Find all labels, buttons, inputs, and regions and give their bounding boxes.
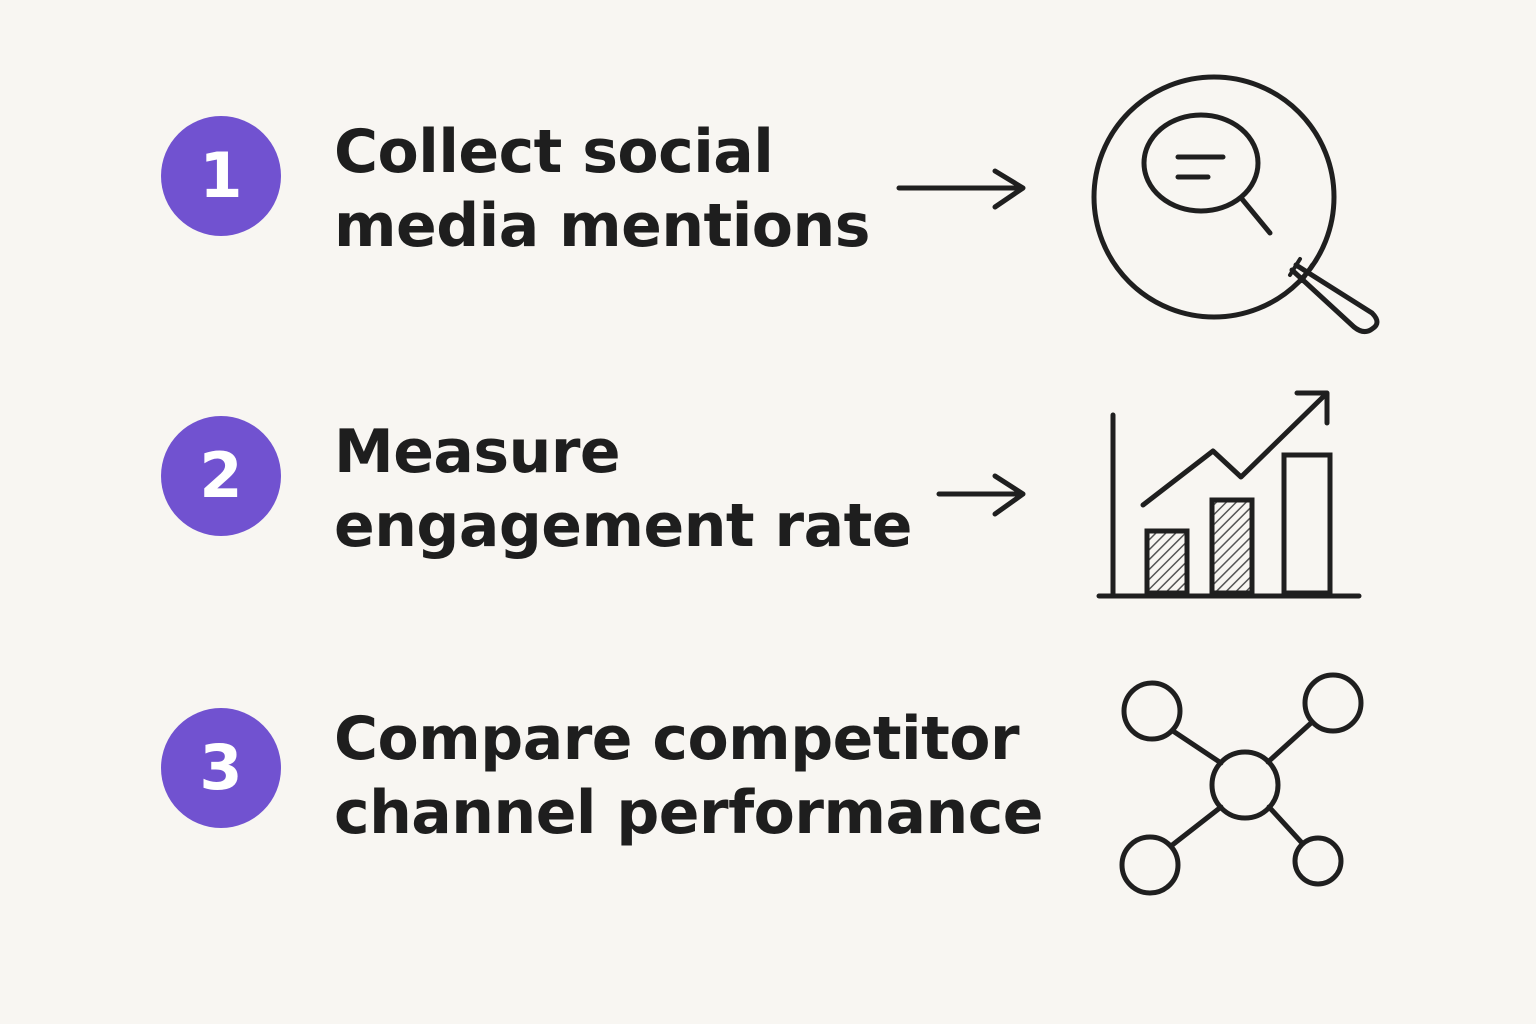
step-3-label-line1: Compare competitor <box>334 704 1020 774</box>
step-3-label: Compare competitor channel performance <box>334 702 1043 850</box>
step-3-number: 3 <box>199 731 243 804</box>
step-2-number-badge: 2 <box>161 416 281 536</box>
step-2-number: 2 <box>199 439 243 512</box>
step-3-number-badge: 3 <box>161 708 281 828</box>
step-1-number: 1 <box>199 139 243 212</box>
network-nodes-icon <box>1119 672 1364 896</box>
magnifier-with-speech-bubble-icon <box>1091 74 1380 335</box>
step-2-label-line2: engagement rate <box>334 491 912 561</box>
step-2-arrow-icon <box>936 473 1026 517</box>
step-1-arrow-icon <box>896 168 1026 210</box>
step-2: 2 Measure engagement rate <box>0 0 1536 599</box>
step-1-number-badge: 1 <box>161 116 281 236</box>
step-1: 1 Collect social media mentions <box>0 0 1536 335</box>
step-2-label-line1: Measure <box>334 417 621 487</box>
step-2-label: Measure engagement rate <box>334 415 912 563</box>
step-3: 3 Compare competitor channel performance <box>0 0 1536 896</box>
step-1-label-line1: Collect social <box>334 117 774 187</box>
step-3-label-line2: channel performance <box>334 778 1043 848</box>
step-1-label-line2: media mentions <box>334 191 870 261</box>
rising-bar-chart-icon <box>1096 390 1362 599</box>
step-1-label: Collect social media mentions <box>334 115 870 263</box>
